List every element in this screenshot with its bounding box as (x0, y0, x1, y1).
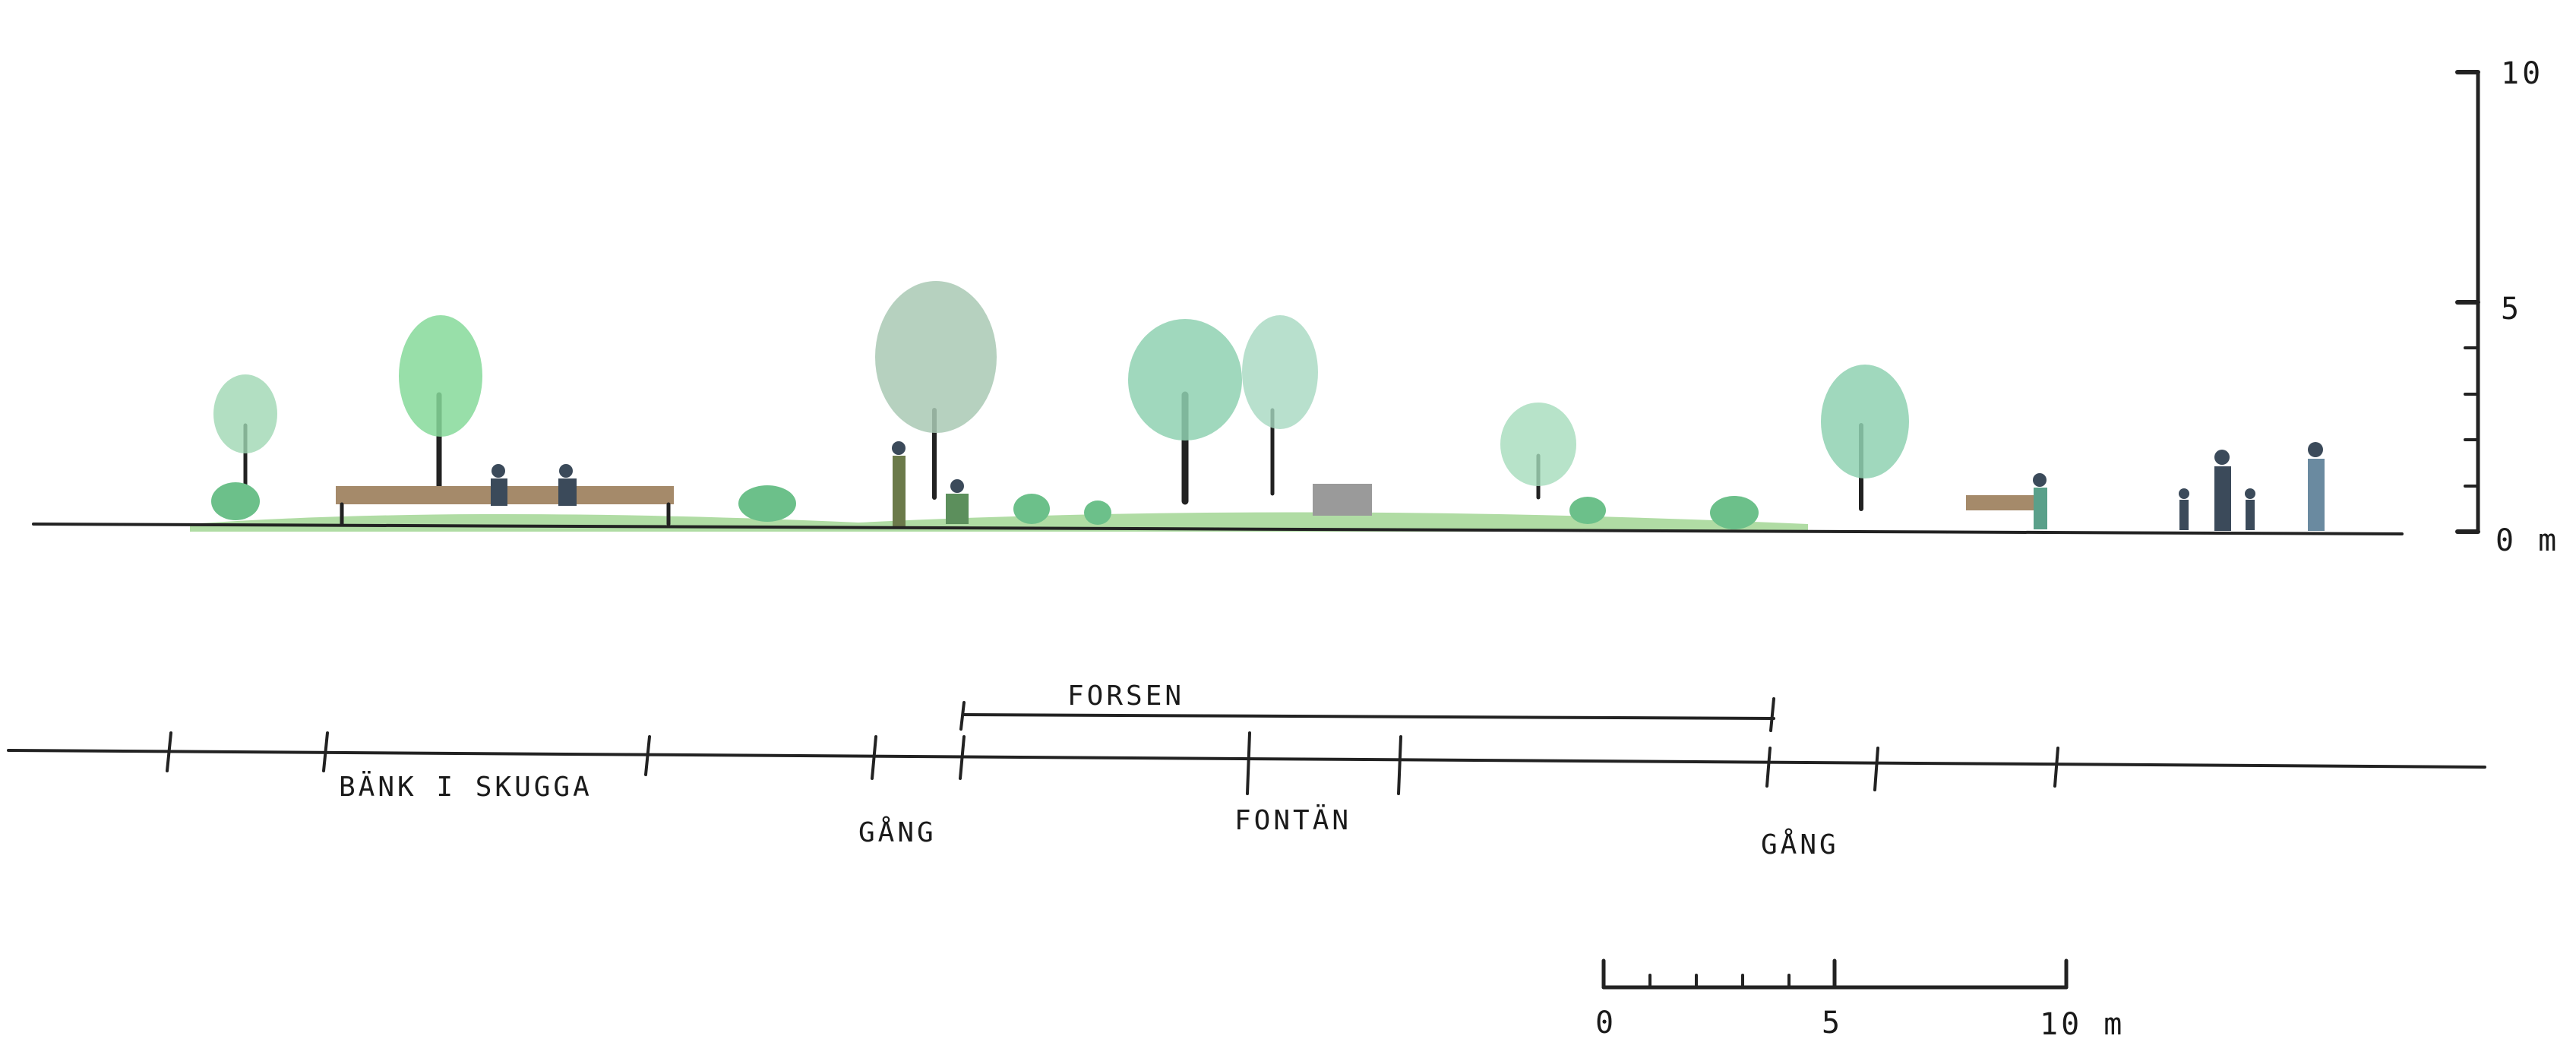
scale-label-0: 0 m (2495, 523, 2559, 558)
horizontal-scale: 0 5 10 m (1595, 958, 2125, 1042)
bench (1966, 495, 2038, 510)
label-forsen: FORSEN (1067, 680, 1184, 712)
trees (213, 281, 1909, 511)
label-path-left: GÅNG (858, 816, 937, 848)
scale-bar-label-0: 0 (1595, 1006, 1617, 1040)
label-bench-in-shade: BÄNK I SKUGGA (339, 771, 593, 803)
scale-bar-label-10m: 10 m (2040, 1007, 2125, 1042)
scale-bar-label-5: 5 (1822, 1006, 1843, 1040)
people (491, 441, 2325, 531)
tree (1500, 403, 1576, 500)
label-path-right: GÅNG (1761, 828, 1839, 860)
vertical-scale: 10 5 0 m (2455, 56, 2559, 558)
label-fountain: FONTÄN (1234, 804, 1351, 836)
tree (399, 315, 482, 489)
tree (213, 374, 277, 488)
tree (1242, 315, 1318, 496)
tree (1128, 319, 1242, 505)
tree (1821, 365, 1909, 511)
fountain-block (1313, 484, 1372, 516)
scale-label-5: 5 (2501, 292, 2522, 327)
tree (875, 281, 997, 500)
ground-line (32, 523, 2404, 535)
zone-line (7, 697, 2486, 795)
scale-label-10: 10 (2501, 56, 2543, 91)
